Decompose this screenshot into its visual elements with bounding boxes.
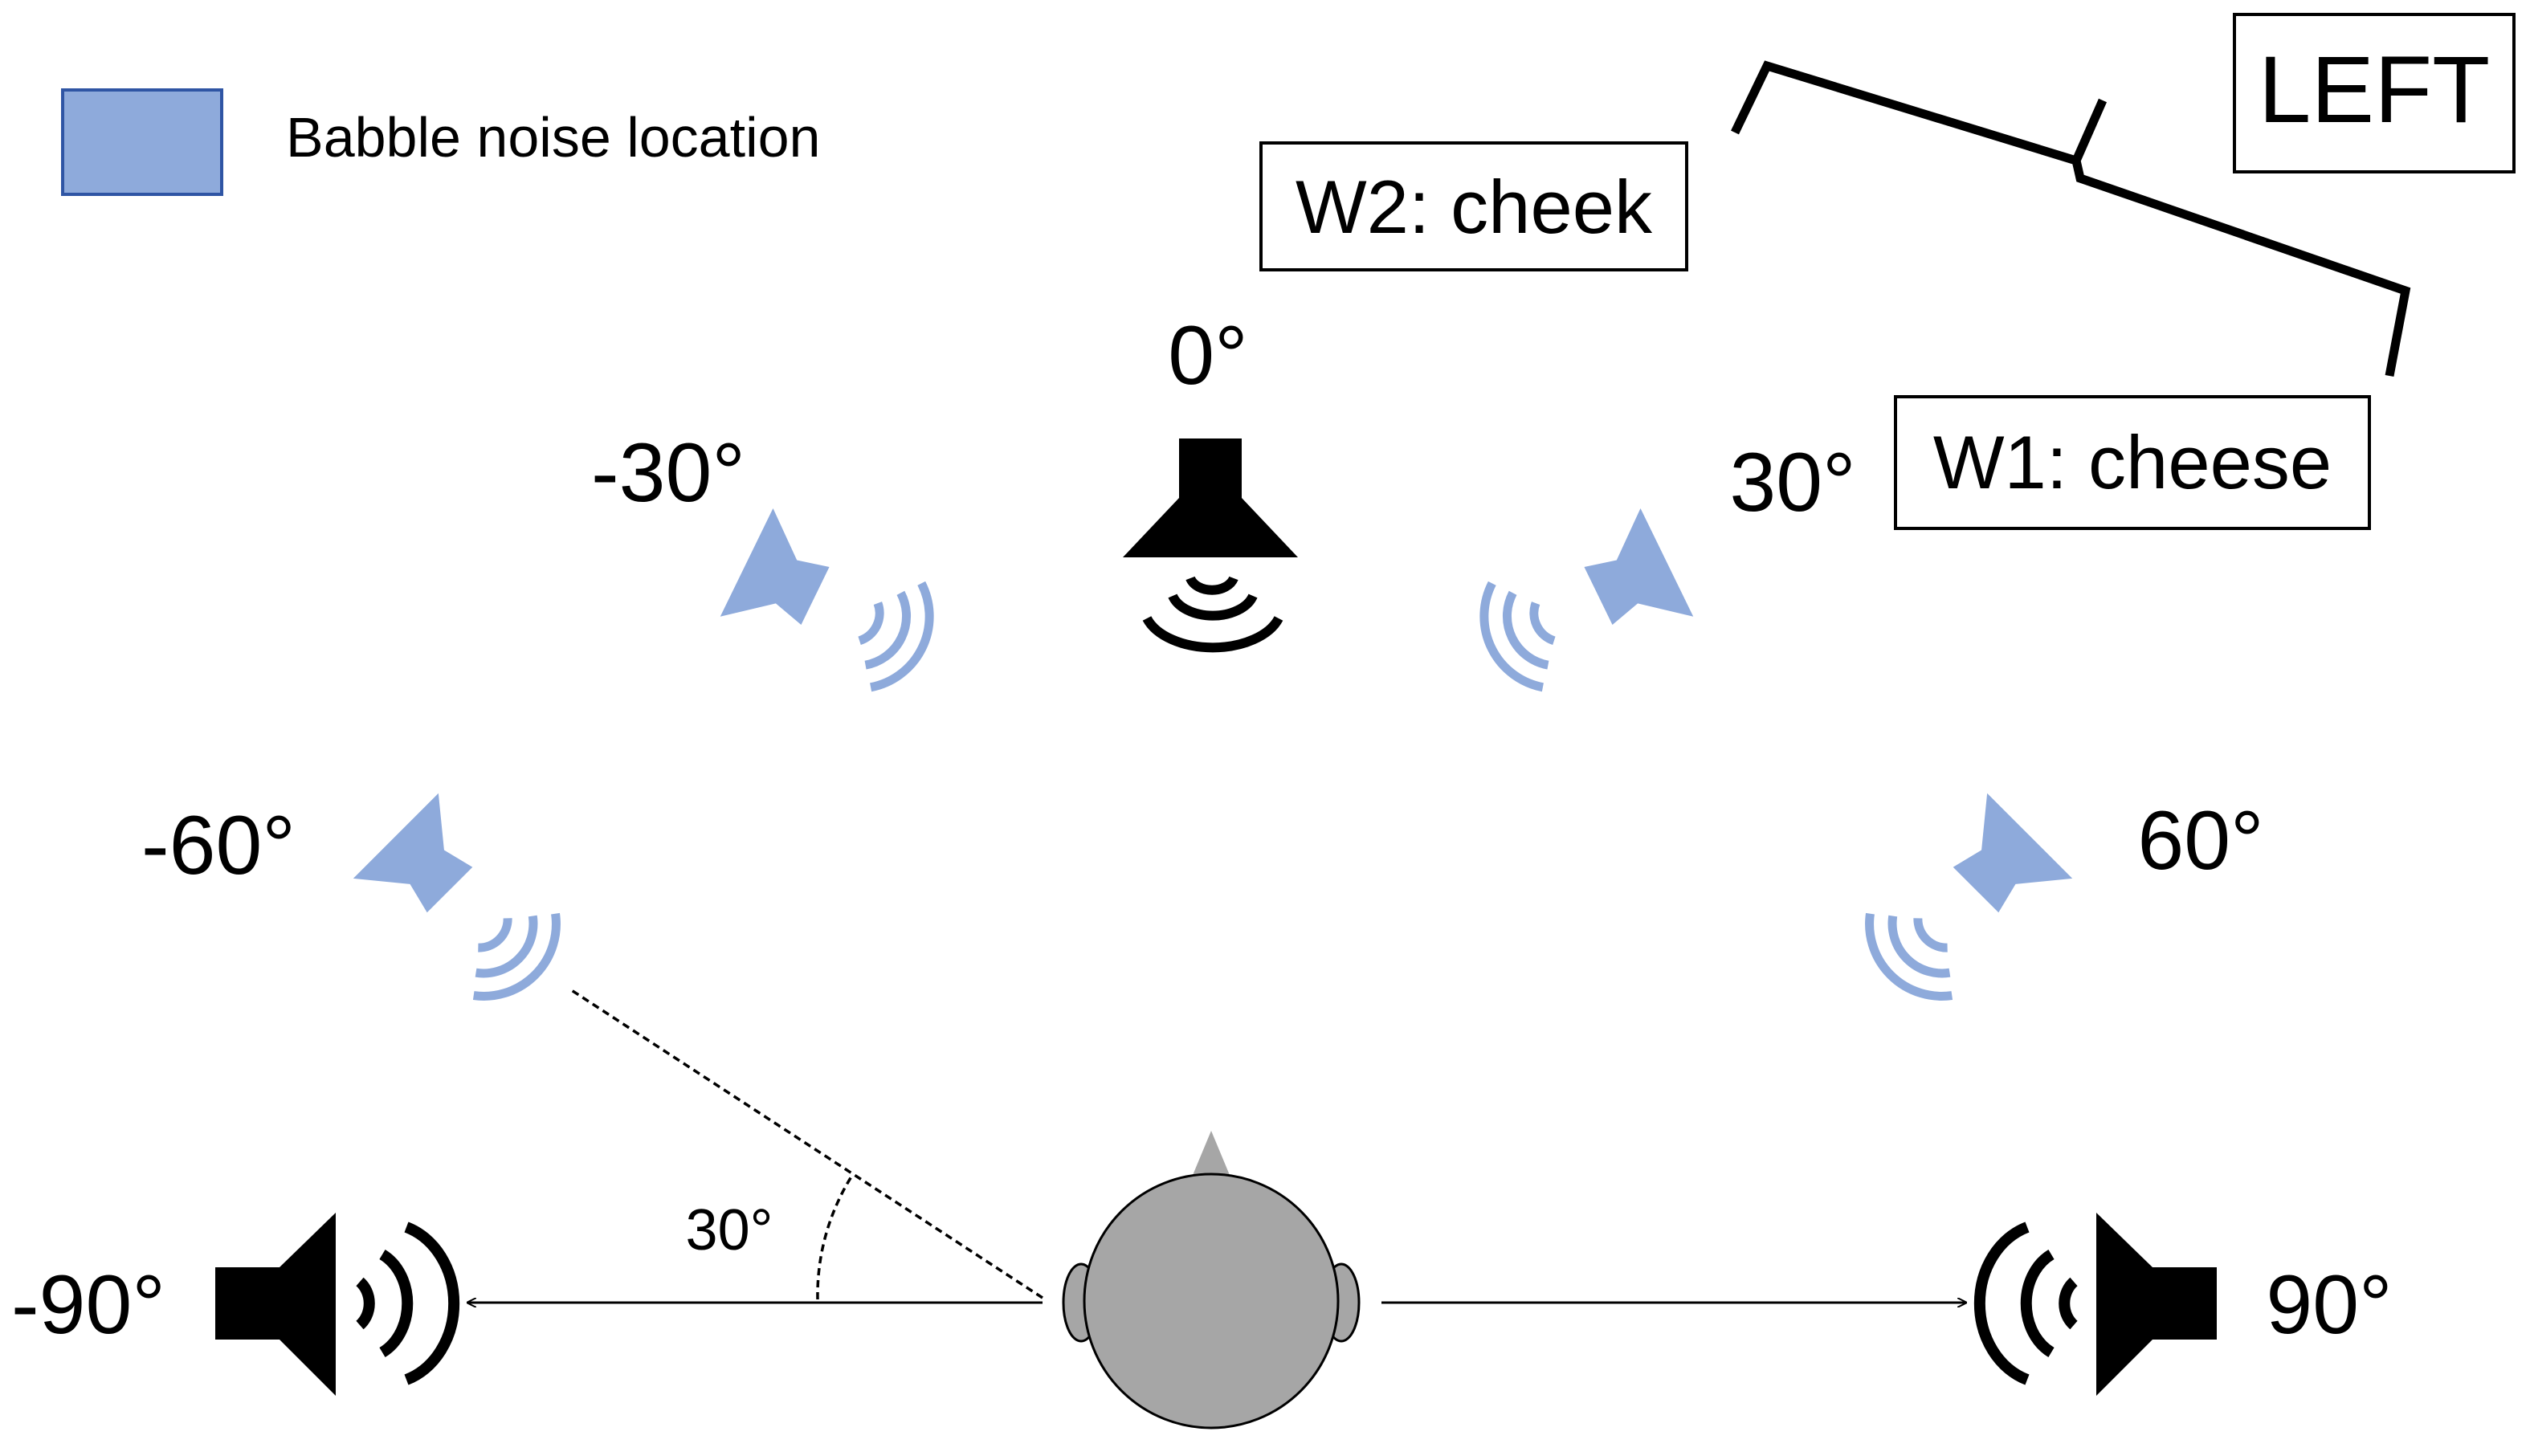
speaker-icon xyxy=(720,508,949,702)
legend: Babble noise location xyxy=(61,88,820,196)
bracket xyxy=(1731,60,2411,377)
speaker-label: -90° xyxy=(11,1258,165,1352)
word-w2-label: W2: cheek xyxy=(1296,165,1653,249)
legend-label: Babble noise location xyxy=(286,106,820,169)
speaker-plus-60: 60° xyxy=(1848,793,2264,1018)
speaker-0: 0° xyxy=(1123,309,1298,653)
speaker-icon xyxy=(1465,508,1694,702)
left-side-label: LEFT xyxy=(2259,37,2491,143)
speaker-label: 90° xyxy=(2266,1258,2392,1352)
speaker-icon xyxy=(215,1213,460,1396)
left-side-box: LEFT xyxy=(2233,13,2516,173)
speaker-label: -30° xyxy=(591,426,745,520)
speaker-label: 0° xyxy=(1168,309,1247,402)
speaker-icon xyxy=(1848,793,2073,1018)
word-box-w1: W1: cheese xyxy=(1894,395,2371,530)
listener-head xyxy=(1062,1131,1361,1429)
speaker-plus-90: 90° xyxy=(1973,1213,2393,1396)
speaker-icon xyxy=(353,793,577,1018)
speaker-label: 60° xyxy=(2137,794,2263,887)
speaker-plus-30: 30° xyxy=(1465,436,1856,702)
speaker-minus-90: -90° xyxy=(11,1213,460,1396)
speaker-label: 30° xyxy=(1729,436,1855,529)
word-box-w2: W2: cheek xyxy=(1259,141,1688,271)
word-w1-label: W1: cheese xyxy=(1933,420,2332,504)
speaker-label: -60° xyxy=(141,799,296,892)
angle-ray xyxy=(569,988,1043,1299)
angle-arc xyxy=(816,1173,855,1300)
speaker-minus-60: -60° xyxy=(141,793,577,1018)
speaker-icon xyxy=(1123,438,1298,653)
head-icon xyxy=(1083,1173,1340,1429)
speaker-minus-30: -30° xyxy=(591,426,949,702)
speaker-icon xyxy=(1973,1213,2217,1396)
legend-swatch xyxy=(61,88,223,196)
angle-label: 30° xyxy=(686,1198,773,1262)
